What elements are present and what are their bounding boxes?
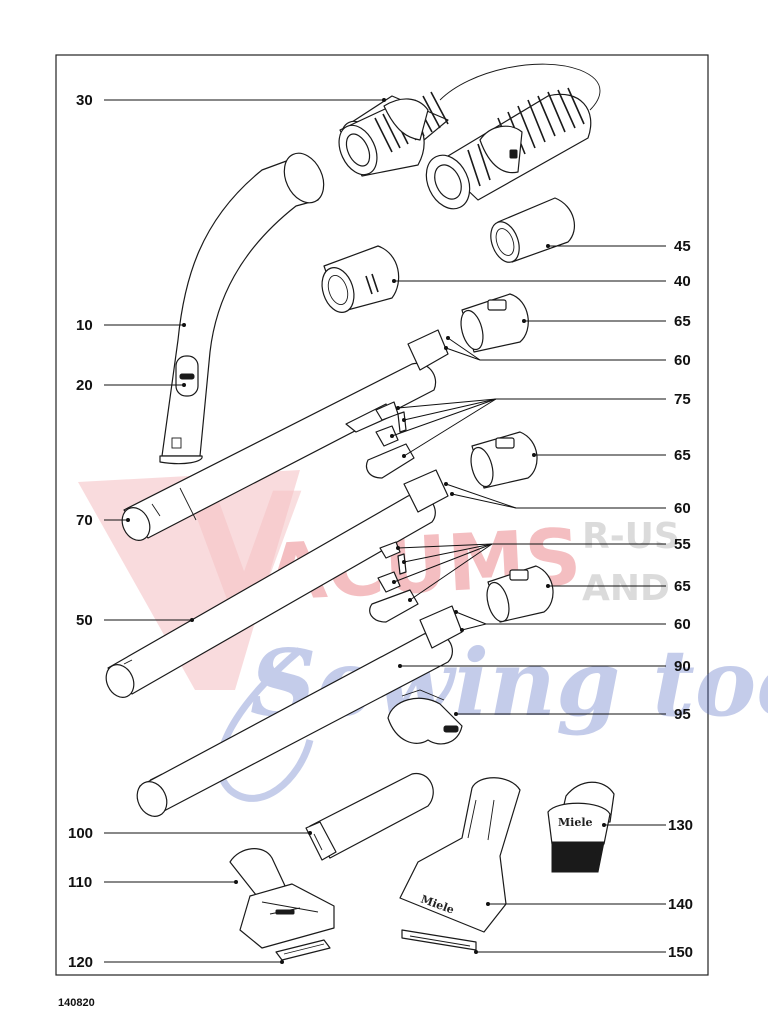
callout-95: 95 bbox=[454, 706, 691, 723]
callout-120: 120 bbox=[68, 954, 284, 971]
callout-65-a-label: 65 bbox=[674, 313, 691, 330]
callout-130: 130 bbox=[602, 817, 693, 834]
callout-60-c-label: 60 bbox=[674, 616, 691, 633]
watermark-swash bbox=[216, 647, 314, 802]
callout-110: 110 bbox=[68, 874, 238, 891]
callout-95-label: 95 bbox=[674, 706, 691, 723]
callout-120-label: 120 bbox=[68, 954, 93, 971]
callout-45: 45 bbox=[546, 238, 691, 255]
footer-diagram-code: 140820 bbox=[58, 997, 95, 1009]
callout-40-label: 40 bbox=[674, 273, 691, 290]
callout-45-label: 45 bbox=[674, 238, 691, 255]
part-65-coupling-c bbox=[486, 565, 554, 623]
callout-130-label: 130 bbox=[668, 817, 693, 834]
part-55-catch-set bbox=[369, 541, 419, 623]
callout-30: 30 bbox=[76, 92, 386, 109]
part-150-brush-strip bbox=[401, 929, 477, 951]
part-65-coupling-b bbox=[470, 431, 538, 489]
callout-65-c: 65 bbox=[546, 578, 691, 595]
callout-55-label: 55 bbox=[674, 536, 691, 553]
callout-70: 70 bbox=[76, 512, 130, 529]
part-130-dusting-brush: Miele bbox=[547, 781, 615, 873]
callout-65-b: 65 bbox=[532, 447, 691, 464]
callout-70-label: 70 bbox=[76, 512, 93, 529]
callout-50: 50 bbox=[76, 612, 194, 629]
callout-75: 75 bbox=[390, 391, 691, 458]
part-50-tube bbox=[105, 469, 449, 698]
callout-140-label: 140 bbox=[668, 896, 693, 913]
callout-150: 150 bbox=[474, 944, 693, 961]
callout-60-b: 60 bbox=[444, 482, 691, 517]
part-10-curved-handle bbox=[159, 152, 325, 465]
callout-40: 40 bbox=[392, 273, 691, 290]
callout-65-a: 65 bbox=[522, 313, 691, 330]
callout-100-label: 100 bbox=[68, 825, 93, 842]
part-40-connector bbox=[321, 245, 400, 313]
callout-110-label: 110 bbox=[68, 874, 92, 891]
part-130-brand-text: Miele bbox=[558, 816, 593, 829]
diagram-frame bbox=[55, 54, 709, 976]
part-95-clip bbox=[387, 689, 463, 745]
part-75-catch-set bbox=[365, 401, 415, 479]
watermark-logo: V ACUMS R-US AND Sewing too bbox=[78, 462, 768, 802]
callout-100: 100 bbox=[68, 825, 312, 842]
callout-50-label: 50 bbox=[76, 612, 93, 629]
callout-20: 20 bbox=[76, 377, 186, 394]
callout-30-label: 30 bbox=[76, 92, 93, 109]
callout-20-label: 20 bbox=[76, 377, 93, 394]
part-30-hose-swivel bbox=[338, 63, 601, 177]
callout-140: 140 bbox=[486, 896, 693, 913]
part-110-upholstery-tool bbox=[229, 848, 335, 949]
callout-90: 90 bbox=[398, 658, 691, 675]
watermark-tag2: AND bbox=[582, 568, 670, 609]
part-100-crevice-tool bbox=[305, 773, 434, 861]
callout-150-label: 150 bbox=[668, 944, 693, 961]
part-30-hose-large bbox=[425, 87, 592, 210]
callout-55: 55 bbox=[392, 536, 691, 602]
part-45-sleeve bbox=[490, 197, 576, 263]
callout-10: 10 bbox=[76, 317, 186, 334]
callout-65-b-label: 65 bbox=[674, 447, 691, 464]
part-90-tube bbox=[136, 605, 463, 817]
callout-75-label: 75 bbox=[674, 391, 691, 408]
callout-90-label: 90 bbox=[674, 658, 691, 675]
part-65-coupling-a bbox=[460, 293, 529, 353]
callout-60-a-label: 60 bbox=[674, 352, 691, 369]
callout-10-label: 10 bbox=[76, 317, 93, 334]
callout-60-a: 60 bbox=[444, 336, 691, 369]
callout-60-b-label: 60 bbox=[674, 500, 691, 517]
callout-60-c: 60 bbox=[454, 610, 691, 633]
part-120-brush-strip bbox=[275, 939, 331, 961]
callout-65-c-label: 65 bbox=[674, 578, 691, 595]
watermark-tag1: R-US bbox=[582, 516, 680, 557]
